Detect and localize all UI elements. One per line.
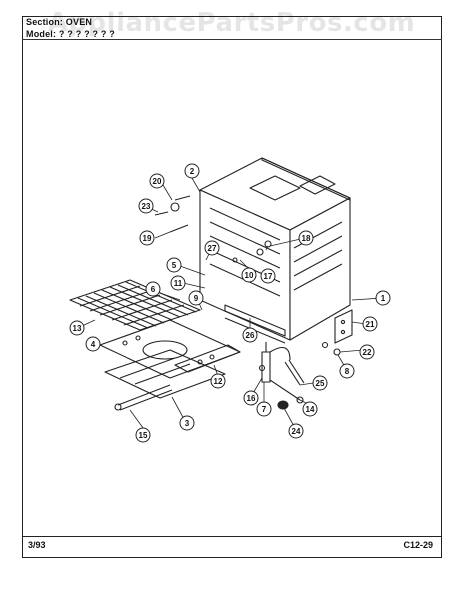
- svg-text:24: 24: [292, 427, 301, 436]
- callout-9: 9: [188, 290, 204, 306]
- svg-text:14: 14: [306, 405, 315, 414]
- svg-text:22: 22: [363, 348, 372, 357]
- svg-text:3: 3: [185, 419, 190, 428]
- callout-7: 7: [256, 401, 272, 417]
- oven-cavity: [199, 157, 351, 344]
- svg-text:9: 9: [194, 294, 199, 303]
- callout-19: 19: [139, 230, 155, 246]
- footer-date: 3/93: [28, 540, 46, 550]
- pilot-assembly: [269, 379, 304, 404]
- svg-text:16: 16: [247, 394, 256, 403]
- svg-text:12: 12: [214, 377, 223, 386]
- callouts: 1 2 3 4 5 6 7 8 9 10 11 12 13 14 15 16 1…: [69, 163, 391, 443]
- screw-parts: [154, 195, 341, 372]
- oven-rack: [69, 279, 201, 331]
- section-title: Section: OVEN: [26, 17, 93, 27]
- oven-bottom-panel: [99, 319, 241, 379]
- header-divider: [22, 39, 442, 40]
- diagram-frame: [22, 16, 442, 558]
- svg-text:11: 11: [174, 279, 183, 288]
- callout-20: 20: [149, 173, 165, 189]
- callout-5: 5: [166, 257, 182, 273]
- svg-text:19: 19: [143, 234, 152, 243]
- model-title: Model: ? ? ? ? ? ? ?: [26, 29, 115, 39]
- burner-tube: [114, 384, 173, 411]
- svg-text:23: 23: [142, 202, 151, 211]
- callout-23: 23: [138, 198, 154, 214]
- watermark: AppliancePartsPros.com: [47, 8, 416, 38]
- callout-21: 21: [362, 316, 378, 332]
- svg-text:13: 13: [73, 324, 82, 333]
- callout-26: 26: [242, 327, 258, 343]
- svg-text:27: 27: [208, 244, 217, 253]
- callout-17: 17: [260, 268, 276, 284]
- callout-1: 1: [375, 290, 391, 306]
- callout-13: 13: [69, 320, 85, 336]
- svg-text:5: 5: [172, 261, 177, 270]
- svg-text:10: 10: [245, 271, 254, 280]
- svg-text:2: 2: [190, 167, 195, 176]
- svg-text:7: 7: [262, 405, 267, 414]
- callout-3: 3: [179, 415, 195, 431]
- callout-6: 6: [145, 281, 161, 297]
- svg-text:20: 20: [153, 177, 162, 186]
- callout-16: 16: [243, 390, 259, 406]
- callout-2: 2: [184, 163, 200, 179]
- svg-text:15: 15: [139, 431, 148, 440]
- igniter: [261, 342, 291, 383]
- callout-15: 15: [135, 427, 151, 443]
- callout-22: 22: [359, 344, 375, 360]
- thermostat-bulb: [284, 359, 305, 386]
- callout-27: 27: [204, 240, 220, 256]
- svg-text:26: 26: [246, 331, 255, 340]
- side-bracket: [334, 309, 353, 344]
- callout-11: 11: [170, 275, 186, 291]
- callout-14: 14: [302, 401, 318, 417]
- svg-text:17: 17: [264, 272, 273, 281]
- callout-12: 12: [210, 373, 226, 389]
- burner-cap: [277, 400, 289, 410]
- svg-text:8: 8: [345, 367, 350, 376]
- callout-18-top: 18: [298, 230, 314, 246]
- burner-tray: [104, 349, 226, 399]
- svg-text:25: 25: [316, 379, 325, 388]
- svg-text:18: 18: [302, 234, 311, 243]
- footer-page-code: C12-29: [403, 540, 433, 550]
- svg-text:21: 21: [366, 320, 375, 329]
- callout-8: 8: [339, 363, 355, 379]
- callout-10: 10: [241, 267, 257, 283]
- svg-text:4: 4: [91, 340, 96, 349]
- svg-text:1: 1: [381, 294, 386, 303]
- callout-25: 25: [312, 375, 328, 391]
- footer-divider: [22, 536, 442, 537]
- broiler-pan: [174, 344, 241, 373]
- callout-24: 24: [288, 423, 304, 439]
- svg-text:6: 6: [151, 285, 156, 294]
- callout-4: 4: [85, 336, 101, 352]
